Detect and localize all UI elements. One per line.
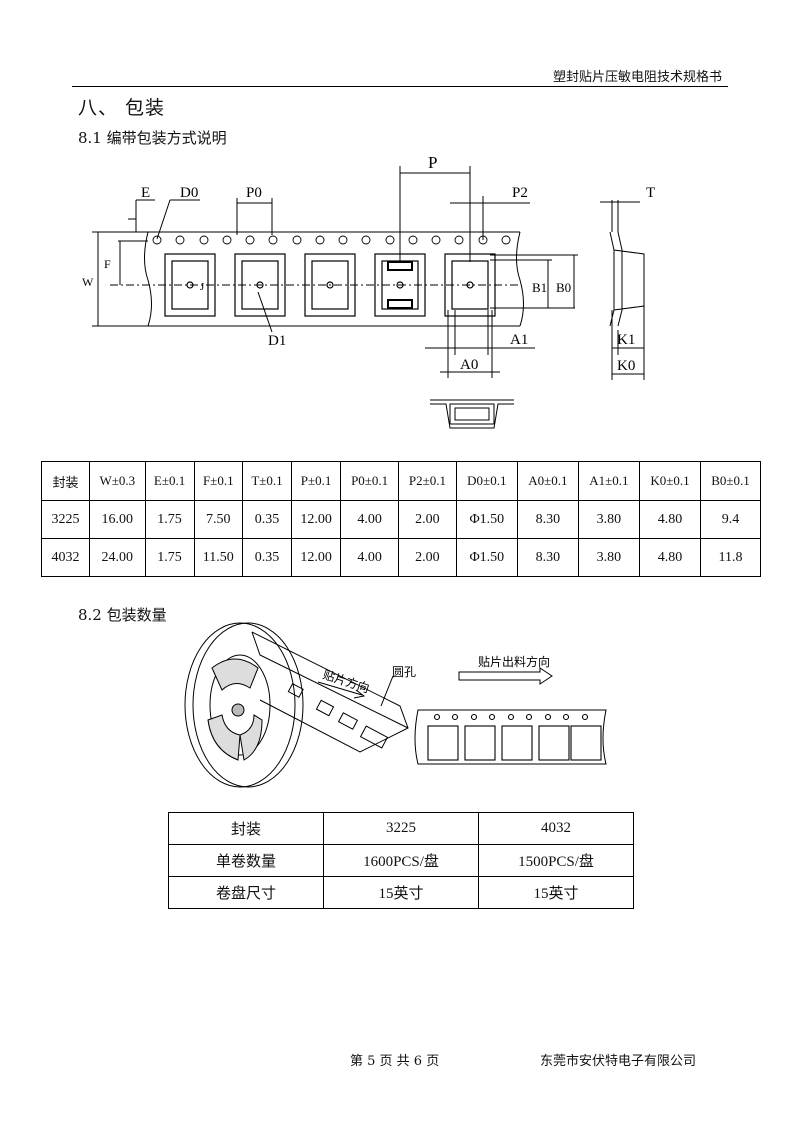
company-name: 东莞市安伏特电子有限公司 [540,1054,697,1069]
table-cell: 封装 [168,812,324,845]
table-cell: 4032 [41,538,90,577]
label-output-direction: 贴片出料方向 [478,654,550,669]
table-cell: 4.80 [638,538,701,577]
subsection-quantity-title: 8.2 包装数量 [78,606,167,624]
table-cell: 1600PCS/盘 [323,844,479,877]
table-cell: 1500PCS/盘 [478,844,634,877]
tape-dimension-drawing: E D0 P0 P P2 T W F D1 B1 B0 A1 A0 K1 K0 … [82,153,655,429]
table-cell: 11.8 [699,538,762,577]
table-cell: 4032 [478,812,634,845]
tape-side-view [600,200,645,380]
table-cell: 12.00 [290,538,342,577]
pocket-cross-section [430,399,514,429]
table-cell: 1.75 [144,500,195,539]
label-E: E [141,185,150,201]
table-row: 3225 16.00 1.75 7.50 0.35 12.00 4.00 2.0… [41,500,762,539]
label-K0: K0 [617,358,635,374]
label-D0: D0 [180,185,198,201]
table-cell: 0.35 [242,500,292,539]
label-P2: P2 [512,185,528,201]
table-cell: 12.00 [290,500,342,539]
label-feed-direction: 贴片方向 [321,667,371,696]
table-header-cell: P±0.1 [290,461,342,501]
label-B1: B1 [532,280,547,295]
table-row: 封装 3225 4032 [168,812,634,845]
table-cell: 9.4 [699,500,762,539]
label-T: T [646,185,655,201]
table-cell: 卷盘尺寸 [168,876,324,909]
table-row: 单卷数量 1600PCS/盘 1500PCS/盘 [168,844,634,877]
table-cell: 3.80 [577,500,640,539]
document-title: 塑封贴片压敏电阻技术规格书 [552,70,722,85]
table-header-cell: W±0.3 [89,461,146,501]
label-B0: B0 [556,280,571,295]
table-row: 4032 24.00 1.75 11.50 0.35 12.00 4.00 2.… [41,538,762,577]
header-rule [72,86,728,87]
table-cell: 2.00 [398,500,457,539]
table-cell: 0.35 [242,538,292,577]
label-K1: K1 [617,332,635,348]
table-header-cell: F±0.1 [193,461,244,501]
table-header-cell: K0±0.1 [638,461,701,501]
reel-illustration: 贴片方向 圆孔 贴片出料方向 [184,622,607,788]
sprocket-holes [152,235,511,245]
table-header-cell: B0±0.1 [699,461,762,501]
table-header-cell: A0±0.1 [516,461,579,501]
table-header-cell: A1±0.1 [577,461,640,501]
table-cell: 11.50 [193,538,244,577]
page-number: 第 5 页 共 6 页 [350,1054,440,1069]
table-cell: 1.75 [144,538,195,577]
label-A1: A1 [510,332,528,348]
packing-quantity-table: 封装 3225 4032 单卷数量 1600PCS/盘 1500PCS/盘 卷盘… [168,812,634,909]
label-P0: P0 [246,185,262,201]
tape-dimension-table: 封装 W±0.3 E±0.1 F±0.1 T±0.1 P±0.1 P0±0.1 … [41,461,762,577]
table-header-cell: P2±0.1 [398,461,457,501]
section-title: 八、 包装 [78,97,166,119]
table-cell: 4.00 [340,500,400,539]
table-cell: 15英寸 [478,876,634,909]
label-A0: A0 [460,357,478,373]
table-cell: 15英寸 [323,876,479,909]
table-cell: 8.30 [516,500,579,539]
table-cell: 3225 [323,812,479,845]
table-cell: 24.00 [89,538,146,577]
table-cell: 3225 [41,500,90,539]
label-P: P [428,153,437,172]
label-J: J [200,281,205,293]
table-header-row: 封装 W±0.3 E±0.1 F±0.1 T±0.1 P±0.1 P0±0.1 … [41,461,762,501]
table-cell: Φ1.50 [455,500,518,539]
table-header-cell: P0±0.1 [340,461,400,501]
table-header-cell: E±0.1 [144,461,195,501]
table-cell: Φ1.50 [455,538,518,577]
table-header-cell: D0±0.1 [455,461,518,501]
label-round-hole: 圆孔 [392,665,416,679]
table-cell: 16.00 [89,500,146,539]
table-cell: 8.30 [516,538,579,577]
table-cell: 4.80 [638,500,701,539]
table-header-cell: T±0.1 [242,461,292,501]
table-cell: 4.00 [340,538,400,577]
label-F: F [104,257,111,271]
table-cell: 3.80 [577,538,640,577]
table-cell: 单卷数量 [168,844,324,877]
table-row: 卷盘尺寸 15英寸 15英寸 [168,876,634,909]
table-cell: 7.50 [193,500,244,539]
label-D1: D1 [268,333,286,349]
subsection-tape-title: 8.1 编带包装方式说明 [78,129,227,147]
tape-pockets [164,253,496,317]
label-W: W [82,275,94,289]
table-header-cell: 封装 [41,461,90,501]
table-cell: 2.00 [398,538,457,577]
